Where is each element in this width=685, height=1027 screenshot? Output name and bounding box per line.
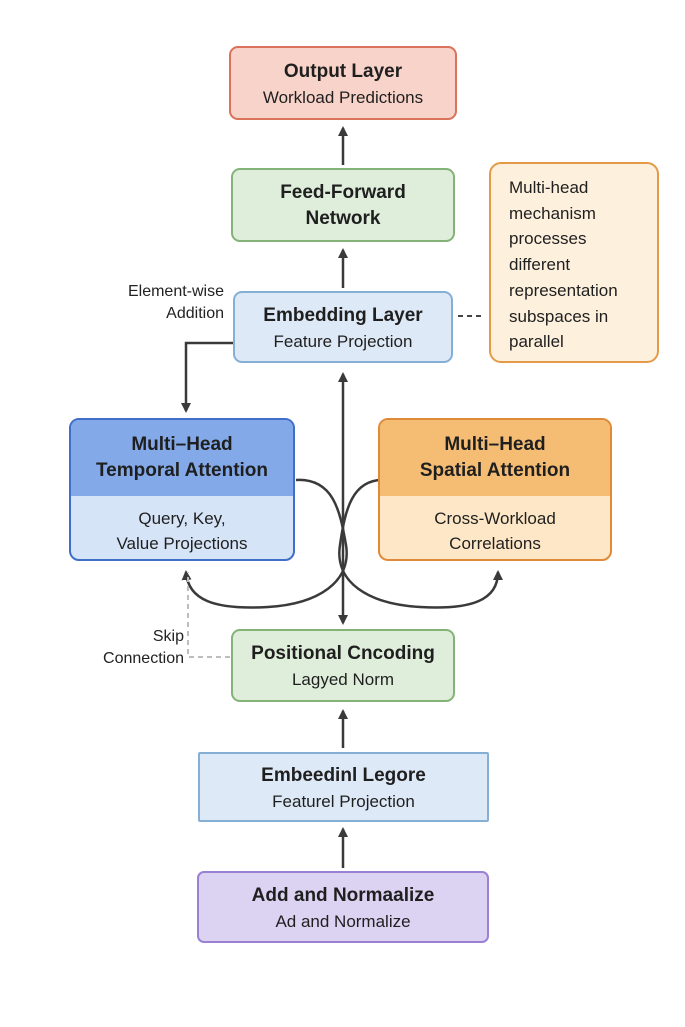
skip-connection-dashed (187, 572, 230, 658)
temporal-attention-sub-line2: Value Projections (116, 534, 248, 553)
embeddinl-legore-subtitle: Featurel Projection (272, 792, 415, 811)
embedding-layer-box: Embedding Layer Feature Projection (233, 291, 453, 363)
multi-head-note-box: Multi-head mechanism processes different rep… (489, 162, 659, 363)
spatial-attention-title-line2: Spatial Attention (419, 460, 571, 481)
note-line: parallel (509, 332, 564, 352)
spatial-attention-body: Cross-Workload Correlations (380, 496, 610, 556)
spatial-attention-header: Multi–Head Spatial Attention (380, 420, 610, 496)
element-wise-line2: Addition (166, 305, 224, 322)
embedding-layer-title: Embedding Layer (263, 305, 423, 326)
note-line: mechanism (509, 203, 596, 223)
note-line: subspaces in (509, 306, 609, 326)
temporal-attention-body: Query, Key, Value Projections (71, 496, 293, 556)
element-wise-line1: Element-wise (127, 283, 224, 300)
temporal-attention-sub-line1: Query, Key, (138, 509, 226, 528)
temporal-attention-box: Multi–Head Temporal Attention Query, Key… (69, 418, 295, 561)
note-line: processes (509, 229, 587, 249)
skip-line2: Connection (103, 650, 184, 667)
positional-encoding-box: Positional Cncoding Lagyed Norm (231, 629, 455, 702)
feed-forward-title-line2: Network (305, 208, 381, 229)
output-layer-box: Output Layer Workload Predictions (229, 46, 457, 120)
embeddinl-legore-title: Embeedinl Legore (261, 765, 426, 786)
spatial-attention-title-line1: Multi–Head (444, 434, 546, 455)
feed-forward-box: Feed-Forward Network (231, 168, 455, 242)
embedding-layer-subtitle: Feature Projection (273, 332, 413, 351)
positional-encoding-subtitle: Lagyed Norm (291, 670, 395, 689)
note-line: Multi-head (509, 178, 589, 197)
feed-forward-title-line1: Feed-Forward (280, 182, 406, 203)
note-line: representation (509, 280, 618, 300)
skip-line1: Skip (152, 628, 184, 645)
skip-connection-label: Skip Connection (80, 626, 184, 670)
output-layer-subtitle: Workload Predictions (262, 88, 424, 107)
embeddinl-legore-box: Embeedinl Legore Featurel Projection (198, 752, 489, 822)
add-normalize-title: Add and Normaalize (251, 885, 435, 906)
curve-cross-right (338, 478, 503, 609)
note-line: different (509, 255, 571, 275)
temporal-attention-header: Multi–Head Temporal Attention (71, 420, 293, 496)
temporal-attention-title-line2: Temporal Attention (95, 460, 269, 481)
output-layer-title: Output Layer (283, 61, 403, 82)
multi-head-note-text: Multi-head mechanism processes different rep… (509, 175, 657, 355)
add-normalize-subtitle: Ad and Normalize (275, 912, 411, 931)
curve-cross-left (181, 478, 348, 609)
temporal-attention-title-line1: Multi–Head (131, 434, 233, 455)
positional-encoding-title: Positional Cncoding (251, 643, 435, 664)
spatial-attention-sub-line1: Cross-Workload (434, 509, 556, 528)
arrow-element-wise-addition (181, 341, 233, 413)
add-normalize-box: Add and Normaalize Ad and Normalize (197, 871, 489, 943)
spatial-attention-sub-line2: Correlations (449, 534, 541, 553)
element-wise-addition-label: Element-wise Addition (100, 281, 224, 325)
spatial-attention-box: Multi–Head Spatial Attention Cross-Workl… (378, 418, 612, 561)
